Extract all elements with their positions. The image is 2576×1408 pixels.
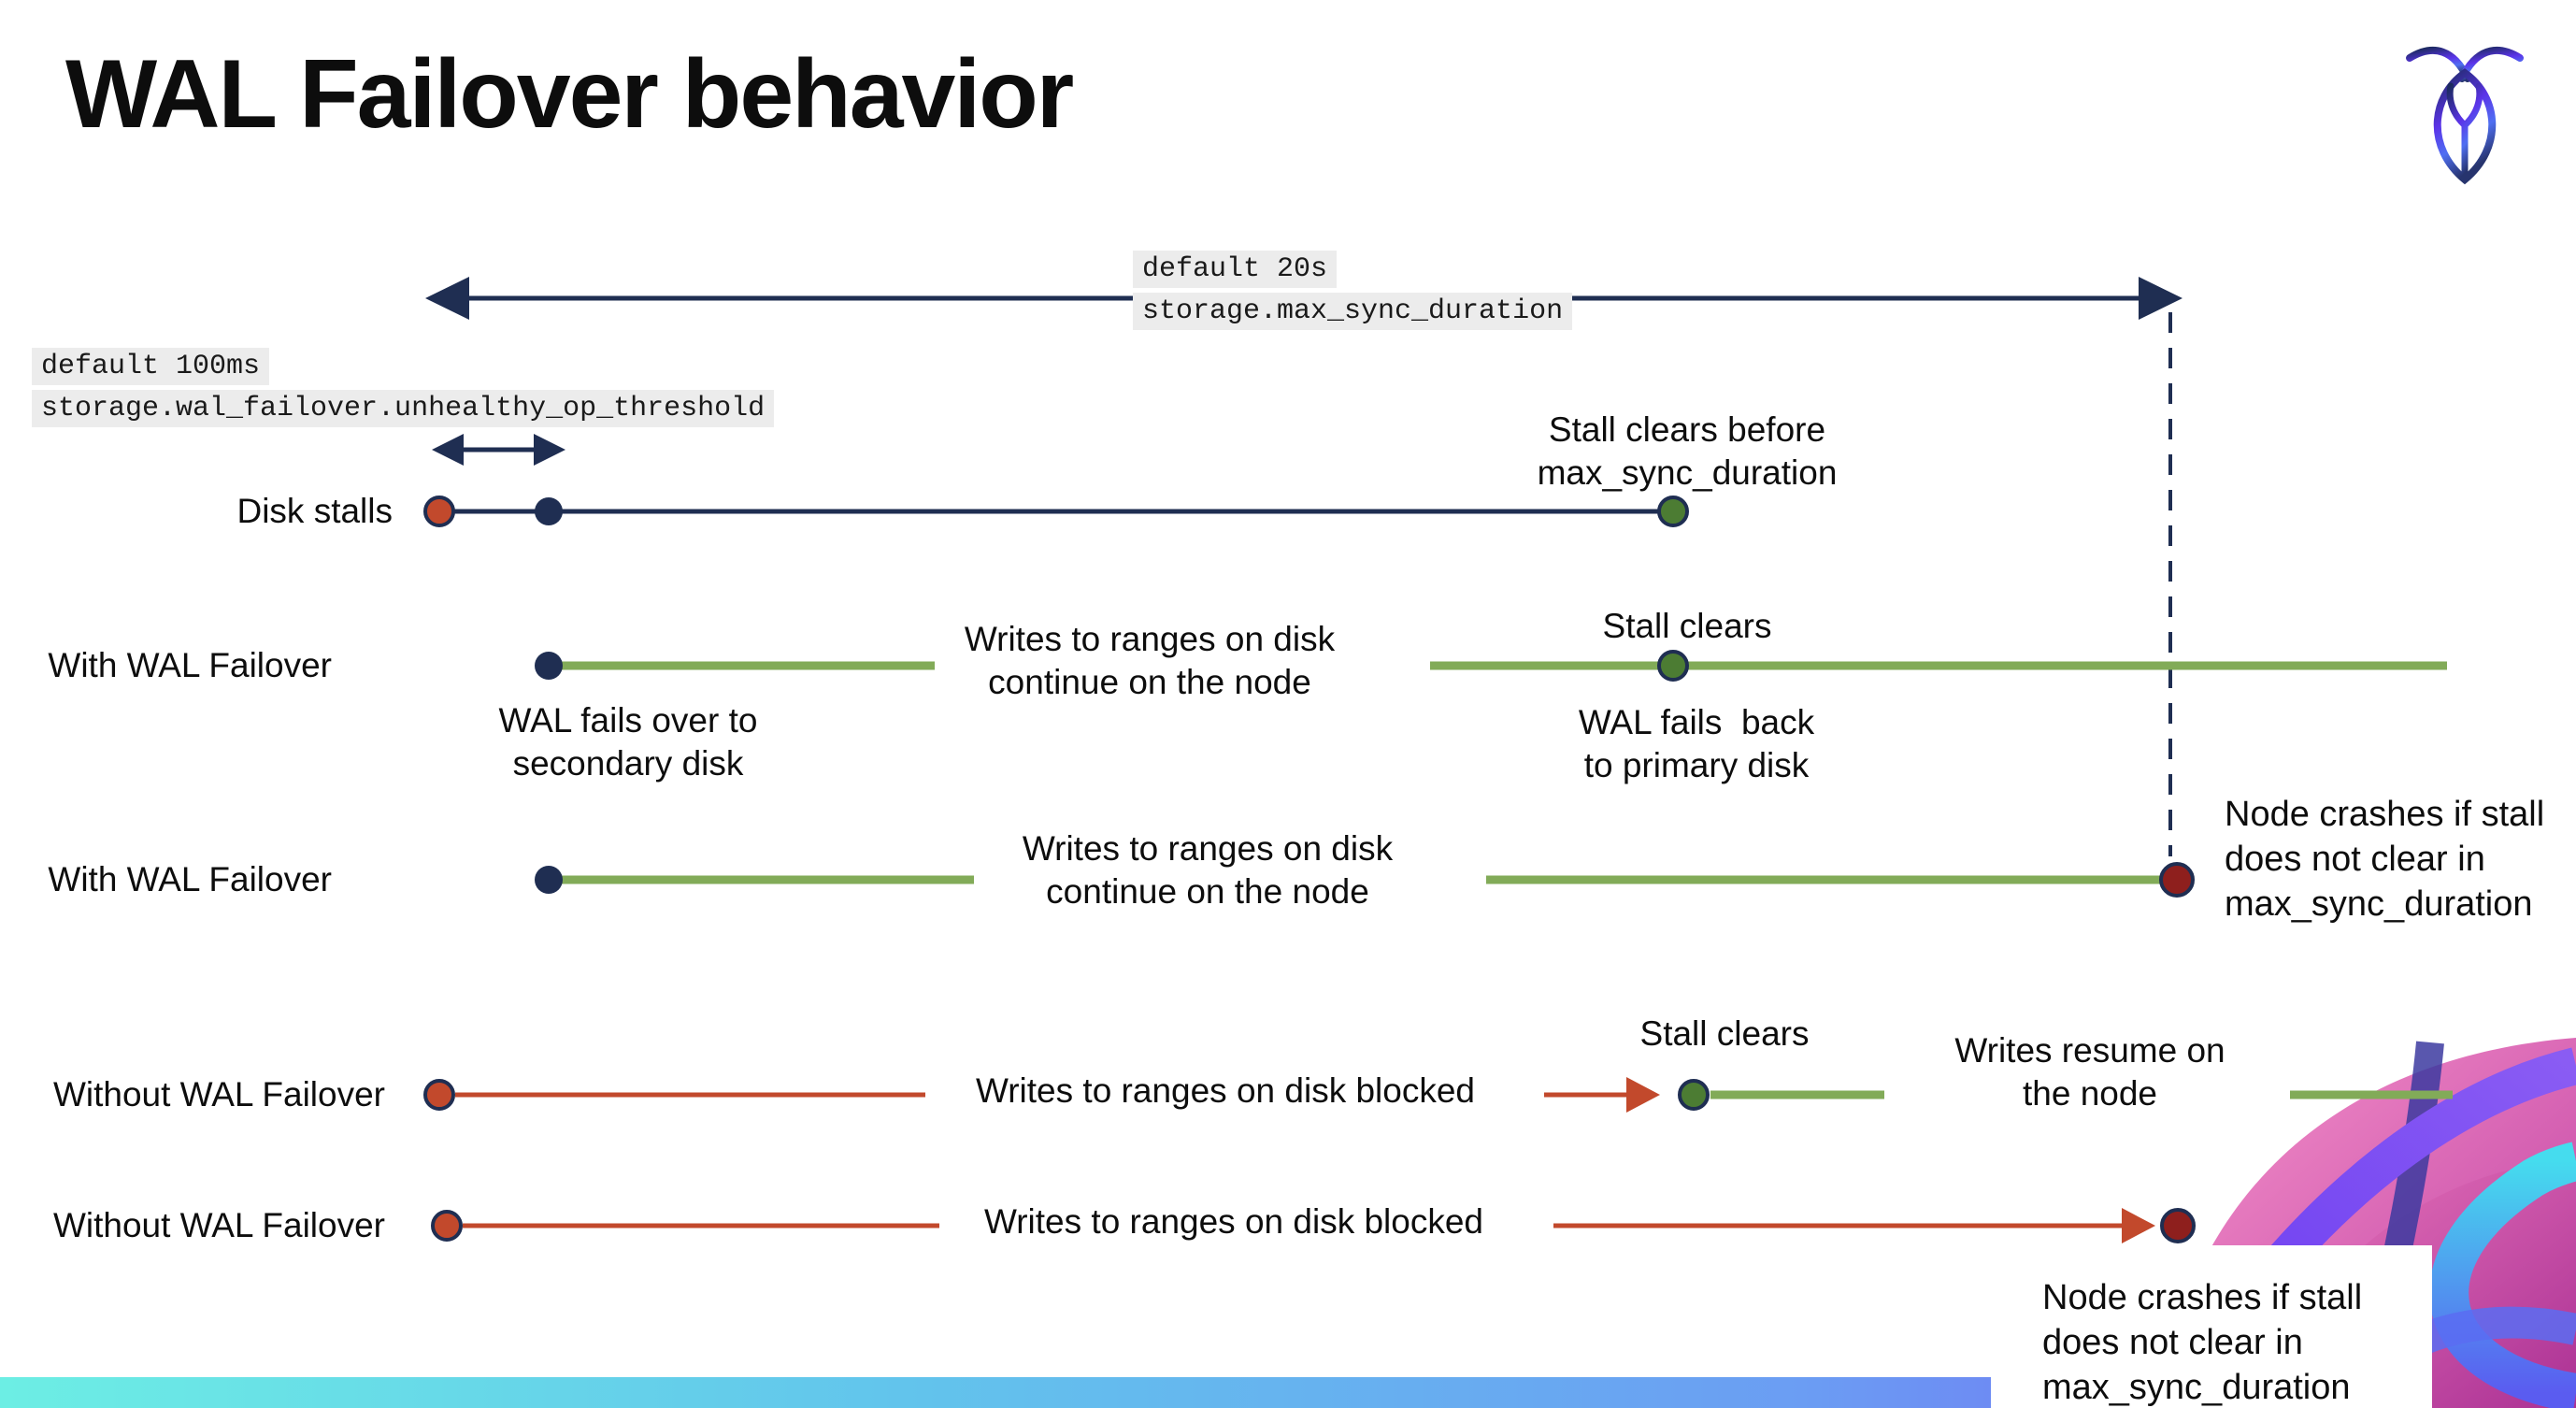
setting-default-value: default 100ms <box>32 348 270 385</box>
annotation-line: to primary disk <box>1583 746 1810 784</box>
stall-clear-dot <box>1657 650 1689 682</box>
annotation-wal-fails-over: WAL fails over to secondary disk <box>394 699 862 785</box>
annotation-line: Node crashes if stall <box>2042 1278 2363 1317</box>
annotation-line: Writes to ranges on disk <box>1022 829 1394 868</box>
annotation-line: Stall clears before <box>1548 410 1826 449</box>
row-label-with-wal-failover: With WAL Failover <box>48 860 332 898</box>
timeline-row-with-failover-clears <box>535 650 2447 682</box>
setting-name: storage.max_sync_duration <box>1133 293 1573 330</box>
annotation-writes-continue: Writes to ranges on disk continue on the… <box>916 618 1383 704</box>
arrowhead-right-icon <box>2122 1208 2155 1243</box>
annotation-line: Writes resume on <box>1954 1031 2225 1070</box>
arrowhead-right-icon <box>1626 1077 1660 1113</box>
logo-vein <box>2446 82 2483 181</box>
failover-threshold-dot <box>535 497 563 525</box>
annotation-line: does not clear in <box>2042 1323 2303 1362</box>
annotation-line: the node <box>2022 1074 2158 1113</box>
row-label-without-wal-failover: Without WAL Failover <box>52 1206 385 1244</box>
disk-stall-dot <box>423 1079 455 1111</box>
arrowhead-left-icon <box>425 277 469 320</box>
annotation-wal-fails-back: WAL fails back to primary disk <box>1463 701 1930 787</box>
arrowhead-left-icon <box>432 434 464 466</box>
annotation-line: Node crashes if stall <box>2225 795 2545 834</box>
row-label-without-wal-failover: Without WAL Failover <box>52 1075 385 1113</box>
unhealthy-op-threshold-arrow <box>432 434 565 466</box>
annotation-writes-blocked: Writes to ranges on disk blocked <box>983 1202 1484 1241</box>
annotation-line: Writes to ranges on disk <box>964 620 1336 658</box>
annotation-stall-clears-before: Stall clears before max_sync_duration <box>1453 409 1921 495</box>
page-title: WAL Failover behavior <box>65 40 1074 149</box>
annotation-line: continue on the node <box>1046 872 1369 911</box>
stall-clear-dot <box>1678 1079 1710 1111</box>
annotation-writes-continue: Writes to ranges on disk continue on the… <box>974 827 1441 913</box>
row-label-disk-stalls: Disk stalls <box>236 492 393 530</box>
setting-name: storage.wal_failover.unhealthy_op_thresh… <box>32 390 775 427</box>
annotation-stall-clears: Stall clears <box>1602 607 1772 645</box>
annotation-line: continue on the node <box>988 663 1311 701</box>
node-crash-callout-box: Node crashes if stall does not clear in … <box>1991 1245 2432 1408</box>
annotation-writes-blocked: Writes to ranges on disk blocked <box>975 1071 1476 1110</box>
annotation-node-crashes: Node crashes if stall does not clear in … <box>2225 792 2576 927</box>
annotation-line: max_sync_duration <box>2042 1368 2351 1407</box>
annotation-node-crashes: Node crashes if stall does not clear in … <box>1991 1245 2432 1408</box>
failover-trigger-dot <box>535 866 563 894</box>
arrowhead-right-icon <box>534 434 565 466</box>
annotation-line: does not clear in <box>2225 840 2485 879</box>
row-label-with-wal-failover: With WAL Failover <box>48 646 332 684</box>
annotation-writes-resume: Writes resume on the node <box>1950 1029 2230 1115</box>
annotation-line: max_sync_duration <box>2225 884 2533 924</box>
failover-trigger-dot <box>535 652 563 680</box>
cockroach-logo-icon <box>2406 47 2524 185</box>
annotation-line: WAL fails back <box>1578 703 1815 741</box>
arrowhead-right-icon <box>2139 277 2182 320</box>
stall-clear-dot <box>1657 496 1689 527</box>
timeline-row-with-failover-crash <box>535 862 2195 898</box>
timeline-row-without-failover-crash <box>431 1208 2196 1243</box>
setting-max-sync-duration: default 20s storage.max_sync_duration <box>1133 251 1573 330</box>
node-crash-dot <box>2159 862 2195 898</box>
disk-stall-dot <box>431 1210 463 1242</box>
annotation-line: max_sync_duration <box>1537 453 1838 492</box>
timeline-row-disk-stalls <box>423 496 1689 527</box>
annotation-stall-clears: Stall clears <box>1639 1014 1810 1053</box>
artwork-cyan-arc <box>2429 1142 2576 1408</box>
setting-unhealthy-op-threshold: default 100ms storage.wal_failover.unhea… <box>32 348 775 427</box>
timeline-row-without-failover-clears <box>423 1077 2453 1113</box>
node-crash-dot <box>2160 1208 2196 1243</box>
annotation-line: WAL fails over to <box>498 701 758 740</box>
annotation-line: secondary disk <box>512 744 744 783</box>
disk-stall-dot <box>423 496 455 527</box>
setting-default-value: default 20s <box>1133 251 1338 288</box>
